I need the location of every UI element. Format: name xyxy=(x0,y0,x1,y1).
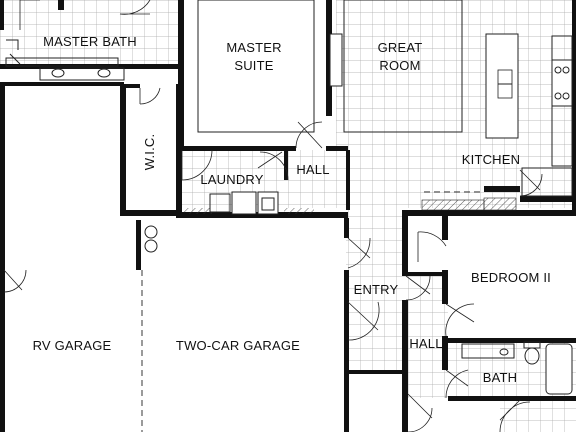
label-bedroom-ii: BEDROOM II xyxy=(471,270,551,285)
sink-icon xyxy=(51,68,65,78)
label-master-bath: MASTER BATH xyxy=(43,34,137,49)
hatched-step-area xyxy=(284,208,314,214)
sink-icon xyxy=(499,348,509,356)
washer-icon xyxy=(231,191,257,215)
label-great-room-2: ROOM xyxy=(379,58,420,73)
label-rv-garage: RV GARAGE xyxy=(33,338,112,353)
label-kitchen: KITCHEN xyxy=(462,152,520,167)
label-laundry: LAUNDRY xyxy=(200,172,263,187)
fixtures xyxy=(5,0,573,395)
label-master-suite-1: MASTER xyxy=(226,40,281,55)
rv-garage-floor xyxy=(0,86,138,432)
sink-icon xyxy=(97,68,111,78)
label-two-car-garage: TWO-CAR GARAGE xyxy=(176,338,300,353)
entry-floor xyxy=(346,208,406,370)
hatched-step-area xyxy=(184,208,212,214)
label-wic: W.I.C. xyxy=(142,134,157,171)
water-heater-icon xyxy=(144,225,158,239)
kitchen-island xyxy=(485,33,519,139)
label-bath: BATH xyxy=(483,370,518,385)
fireplace-icon xyxy=(329,33,343,87)
water-heater-icon xyxy=(144,239,158,253)
room-labels: MASTER BATH MASTER SUITE GREAT ROOM KITC… xyxy=(33,34,551,385)
master-suite-tray-outline xyxy=(197,0,315,133)
bedroom-ii-floor xyxy=(448,218,576,340)
bathtub-icon xyxy=(545,343,573,395)
two-car-garage-floor xyxy=(142,220,346,432)
label-hall-upper: HALL xyxy=(296,162,329,177)
hatched-counter xyxy=(483,197,517,211)
hatched-counter xyxy=(421,199,485,211)
great-room-floor xyxy=(336,0,576,208)
master-suite-floor xyxy=(184,0,330,148)
master-bath-floor xyxy=(0,0,178,68)
label-hall-lower: HALL xyxy=(409,336,442,351)
label-great-room-1: GREAT xyxy=(378,40,423,55)
hall-upper-floor xyxy=(284,150,346,208)
dryer-icon xyxy=(257,191,279,215)
range-icon xyxy=(551,59,573,107)
great-room-tray-outline xyxy=(343,0,463,133)
label-master-suite-2: SUITE xyxy=(234,58,273,73)
hall-lower-floor xyxy=(404,272,448,398)
label-entry: ENTRY xyxy=(354,282,399,297)
closet-floor-right xyxy=(500,398,576,432)
